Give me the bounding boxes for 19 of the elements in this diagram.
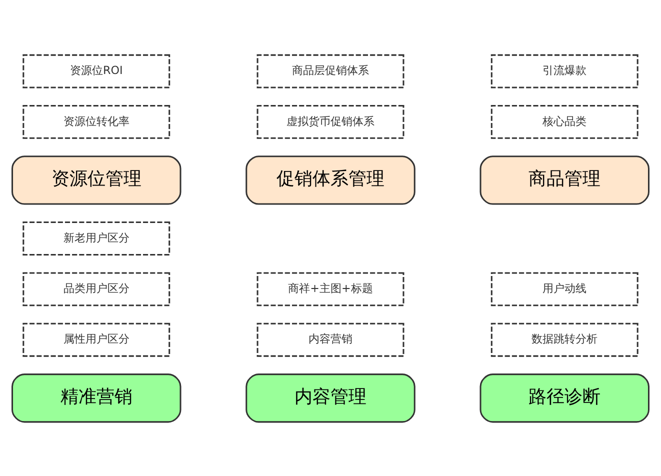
node-box: 商祥+主图+标题: [256, 272, 404, 306]
node-box: 资源位管理: [12, 155, 182, 204]
node-box: 用户动线: [490, 272, 638, 306]
node-box: 引流爆款: [490, 54, 638, 88]
node-box: 内容管理: [246, 373, 416, 422]
node-box: 数据跳转分析: [490, 322, 638, 356]
node-box: 资源位ROI: [22, 54, 170, 88]
node-box: 路径诊断: [480, 373, 650, 422]
node-box: 精准营销: [12, 373, 182, 422]
node-box: 虚拟货币促销体系: [256, 104, 404, 138]
node-box: 商品管理: [480, 155, 650, 204]
node-box: 内容营销: [256, 322, 404, 356]
node-box: 商品层促销体系: [256, 54, 404, 88]
node-box: 新老用户区分: [22, 221, 170, 255]
node-box: 核心品类: [490, 104, 638, 138]
node-box: 资源位转化率: [22, 104, 170, 138]
node-box: 属性用户区分: [22, 322, 170, 356]
node-box: 促销体系管理: [246, 155, 416, 204]
node-box: 品类用户区分: [22, 272, 170, 306]
